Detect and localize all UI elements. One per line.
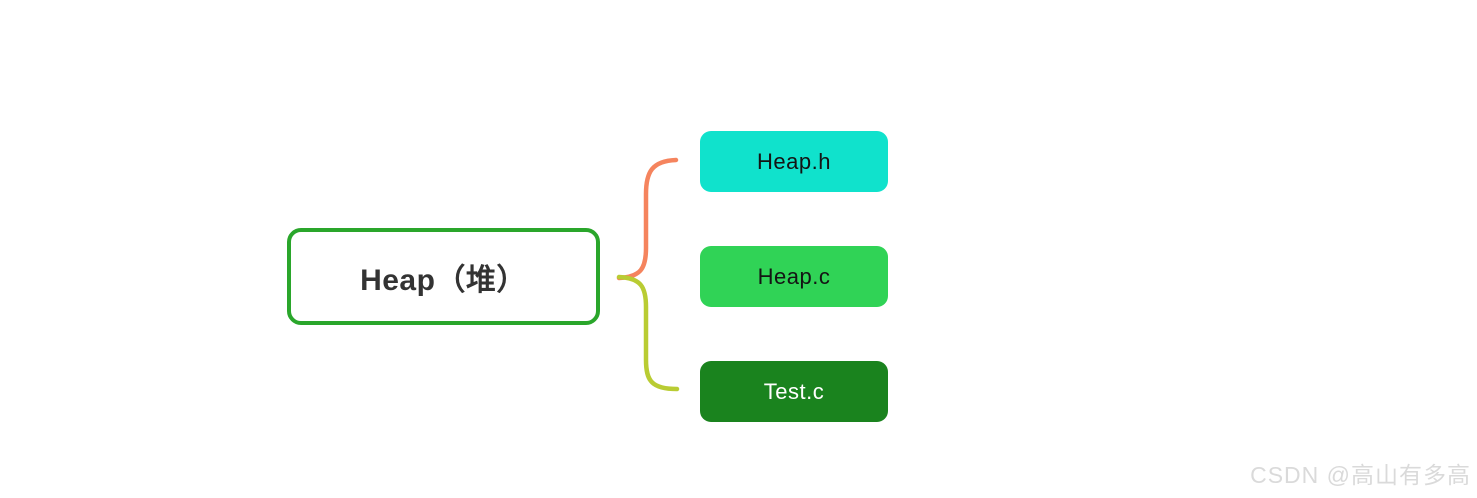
child-node-heap-c-label: Heap.c <box>757 263 831 289</box>
child-node-heap-h[interactable]: Heap.h <box>700 131 888 192</box>
root-node-label: Heap（堆） <box>360 263 527 297</box>
child-node-test-c[interactable]: Test.c <box>700 361 888 422</box>
watermark: CSDN @高山有多高 <box>1250 462 1471 488</box>
child-node-heap-h-label: Heap.h <box>757 148 831 174</box>
child-node-heap-c[interactable]: Heap.c <box>700 246 888 307</box>
root-node-heap[interactable]: Heap（堆） <box>287 228 600 325</box>
connector-curve-heap-h <box>616 157 679 281</box>
child-node-test-c-label: Test.c <box>763 378 825 404</box>
connector-curve-test-c <box>616 274 680 392</box>
